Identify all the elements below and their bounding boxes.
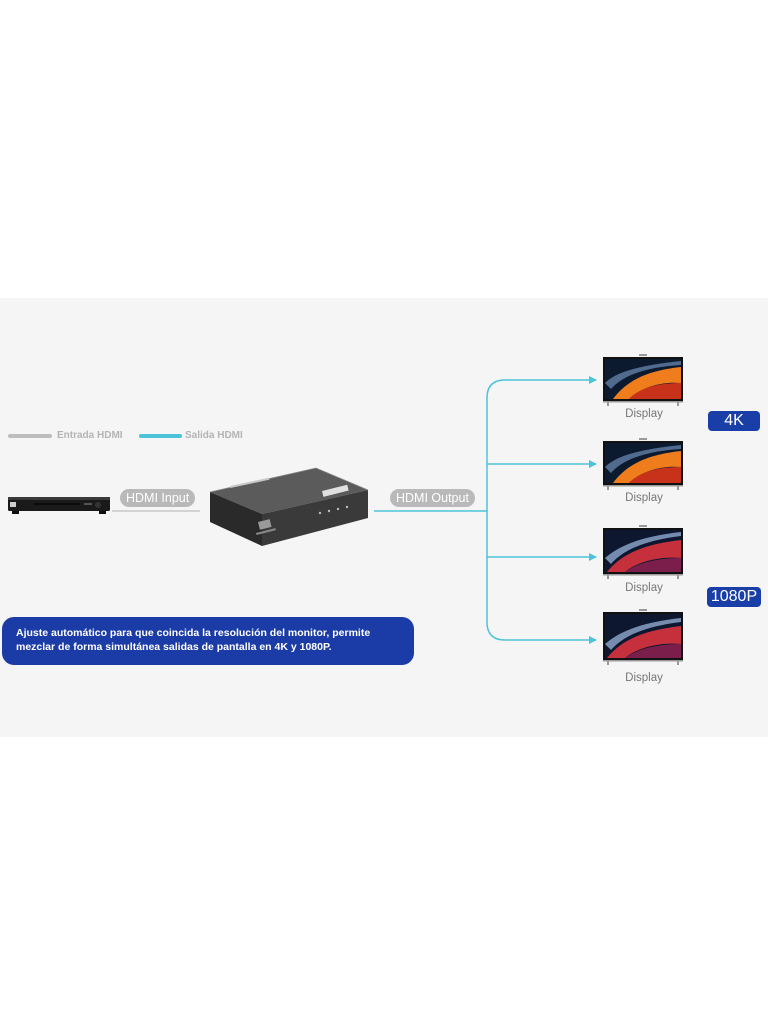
hdmi-splitter-icon	[209, 467, 369, 546]
display-4-label: Display	[625, 672, 663, 684]
badge-4k: 4K	[708, 411, 760, 431]
hdmi-output-tag: HDMI Output	[390, 489, 475, 507]
badge-1080p: 1080P	[707, 587, 761, 607]
hdmi-input-tag: HDMI Input	[120, 489, 196, 507]
output-wire-bus	[486, 379, 506, 641]
display-2	[603, 437, 683, 491]
display-1	[603, 353, 683, 407]
legend-output-label: Salida HDMI	[185, 430, 243, 441]
display-2-label: Display	[625, 492, 663, 504]
display-1-label: Display	[625, 408, 663, 420]
tv-display-icon	[603, 438, 683, 490]
display-3-label: Display	[625, 582, 663, 594]
tv-display-icon	[603, 354, 683, 406]
resolution-note: Ajuste automático para que coincida la r…	[2, 617, 414, 665]
blu-ray-player-icon	[8, 497, 110, 514]
legend-input-label: Entrada HDMI	[57, 430, 123, 441]
display-3	[603, 524, 683, 580]
tv-display-icon	[603, 609, 683, 665]
display-4	[603, 608, 683, 666]
tv-display-icon	[603, 525, 683, 579]
legend-input-swatch	[8, 434, 52, 438]
legend-output-swatch	[139, 434, 182, 438]
